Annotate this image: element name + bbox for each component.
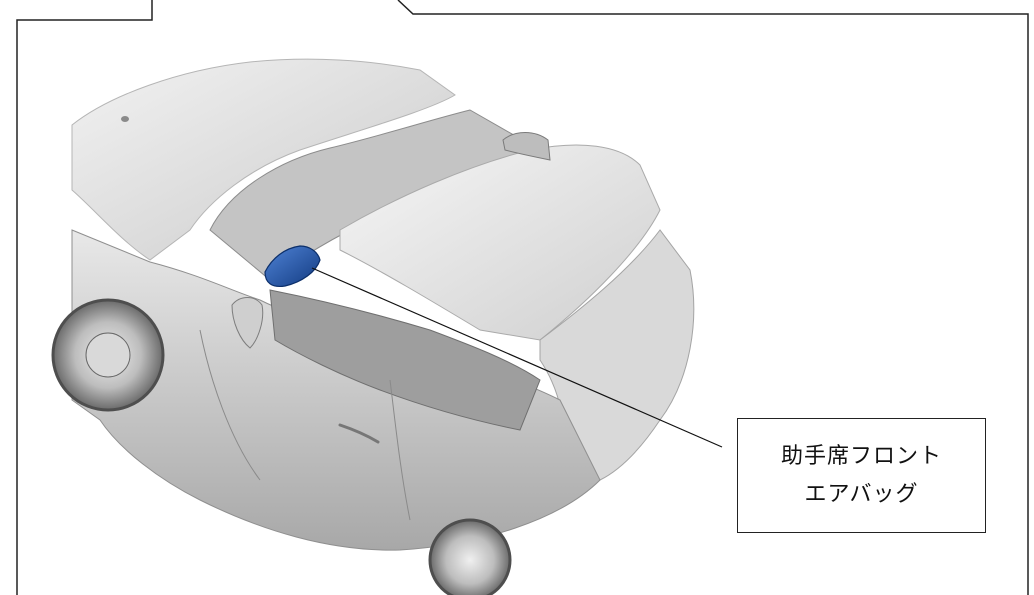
car-rear-wheel bbox=[428, 518, 512, 595]
car-rear-mirror bbox=[502, 132, 551, 161]
car-illustration bbox=[51, 58, 695, 595]
car-side bbox=[71, 229, 601, 551]
airbag-highlight bbox=[264, 245, 321, 288]
callout-label-box: 助手席フロント エアバッグ bbox=[737, 418, 986, 533]
car-side-window bbox=[269, 289, 541, 431]
callout-line-1: 助手席フロント bbox=[780, 443, 942, 469]
frame-border bbox=[16, 0, 1029, 595]
car-mirror bbox=[231, 297, 264, 349]
car-roof bbox=[339, 144, 661, 341]
car-badge bbox=[121, 116, 129, 122]
car-hood bbox=[71, 58, 456, 261]
leader-line bbox=[311, 267, 723, 448]
car-door-handle bbox=[338, 423, 380, 444]
callout-line-2: エアバッグ bbox=[804, 481, 919, 507]
car-windshield bbox=[209, 109, 542, 281]
car-door-line bbox=[199, 329, 411, 521]
